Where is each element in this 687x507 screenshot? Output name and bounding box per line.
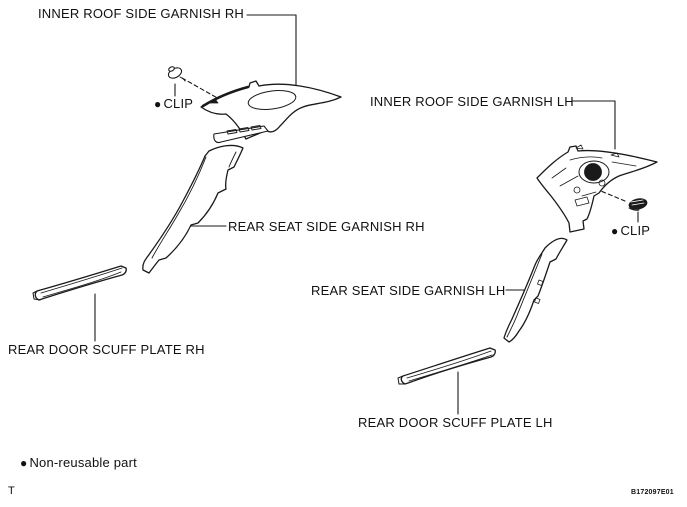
- scuff-ridge-line: [408, 354, 493, 382]
- clip-boss: [537, 279, 544, 286]
- inner-roof-garnish-lh-drawing: [536, 144, 658, 233]
- label-clip-lh: ●CLIP: [611, 224, 650, 238]
- legend-non-reusable: ●Non-reusable part: [20, 456, 137, 470]
- clip-label-text: CLIP: [163, 96, 194, 111]
- speaker-hole: [584, 163, 602, 181]
- non-reusable-bullet: ●: [154, 97, 162, 111]
- mounting-boss: [573, 186, 581, 194]
- scuff-ridge-line: [40, 267, 123, 294]
- roof-edge-band: [201, 85, 250, 108]
- leader-inner-roof-lh: [572, 100, 616, 150]
- edge-clip-tab: [209, 98, 219, 104]
- label-inner-roof-garnish-lh: INNER ROOF SIDE GARNISH LH: [370, 94, 574, 109]
- inner-roof-garnish-rh-drawing: [200, 80, 342, 144]
- figure-code: B172097E01: [631, 489, 674, 496]
- label-scuff-plate-lh: REAR DOOR SCUFF PLATE LH: [358, 415, 553, 430]
- garnish-contour-line: [506, 253, 543, 338]
- rail-tab: [226, 129, 238, 135]
- mounting-boss: [574, 196, 590, 207]
- garnish-window-opening: [247, 89, 297, 111]
- non-reusable-bullet: ●: [20, 456, 28, 470]
- non-reusable-bullet: ●: [611, 224, 619, 238]
- leader-inner-roof-rh: [246, 14, 297, 88]
- clip-label-text: CLIP: [620, 223, 651, 238]
- scuff-end-cap: [397, 375, 406, 385]
- garnish-rib: [611, 161, 637, 167]
- garnish-contour-line: [151, 156, 207, 259]
- garnish-contour-line: [228, 151, 237, 168]
- label-rear-seat-garnish-lh: REAR SEAT SIDE GARNISH LH: [311, 283, 506, 298]
- footer-page-mark: T: [8, 485, 15, 497]
- rail-tab: [238, 127, 250, 133]
- garnish-rib: [581, 191, 597, 197]
- label-inner-roof-garnish-rh: INNER ROOF SIDE GARNISH RH: [38, 6, 244, 21]
- legend-text: Non-reusable part: [29, 455, 137, 470]
- leader-lines: [94, 14, 639, 415]
- garnish-rib: [569, 156, 603, 161]
- mounting-boss: [598, 179, 606, 187]
- rear-seat-garnish-rh-drawing: [142, 144, 244, 274]
- rail-tab: [250, 125, 262, 131]
- rear-seat-garnish-lh-drawing: [503, 237, 568, 343]
- rear-door-scuff-plate-lh-drawing: [397, 347, 496, 385]
- garnish-rib: [559, 175, 579, 187]
- garnish-rib: [551, 167, 567, 179]
- clip-lh-drawing: [628, 198, 648, 211]
- scuff-ridge-line: [406, 350, 492, 379]
- scuff-ridge-line: [42, 271, 122, 298]
- garnish-foot-rail: [213, 125, 269, 144]
- leader-clip-lh-dashed: [595, 188, 626, 202]
- edge-clip-tab: [575, 144, 584, 150]
- label-scuff-plate-rh: REAR DOOR SCUFF PLATE RH: [8, 342, 205, 357]
- rear-door-scuff-plate-rh-drawing: [32, 265, 127, 301]
- clip-boss: [534, 297, 541, 304]
- label-rear-seat-garnish-rh: REAR SEAT SIDE GARNISH RH: [228, 219, 425, 234]
- scuff-end-cap: [32, 290, 41, 301]
- edge-clip-tab: [610, 152, 620, 158]
- clip-rh-drawing: [167, 66, 186, 82]
- label-clip-rh: ●CLIP: [154, 97, 193, 111]
- speaker-hole-rim: [578, 160, 610, 184]
